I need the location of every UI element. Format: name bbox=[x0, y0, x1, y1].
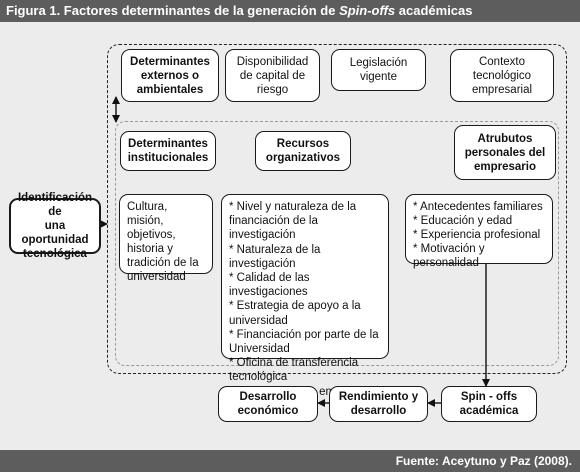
node-desarrollo-economico: Desarrollo económico bbox=[218, 386, 318, 422]
node-contexto-tecnologico: Contexto tecnológico empresarial bbox=[450, 49, 554, 102]
node-determinantes-institucionales: Determinantes institucionales bbox=[120, 131, 216, 171]
node-atributos-personales: Atrubutos personales del empresario bbox=[454, 125, 556, 180]
inner-dashed-frame bbox=[115, 121, 559, 366]
outer-dashed-frame bbox=[107, 44, 567, 374]
figure-title-suffix: académicas bbox=[395, 3, 473, 18]
figure-source: Fuente: Aceytuno y Paz (2008). bbox=[0, 450, 580, 472]
node-financiacion-investigacion: * Nivel y naturaleza de la financiación … bbox=[221, 194, 389, 398]
node-legislacion-vigente: Legislación vigente bbox=[331, 49, 426, 91]
figure-title: Figura 1. Factores determinantes de la g… bbox=[0, 0, 580, 22]
node-spinoffs-academica: Spin - offs académica bbox=[441, 386, 537, 422]
node-antecedentes-personales: * Antecedentes familiares * Educación y … bbox=[405, 194, 553, 269]
node-recursos-organizativos: Recursos organizativos bbox=[255, 131, 351, 171]
figure-title-prefix: Figura 1. Factores determinantes de la g… bbox=[6, 3, 340, 18]
node-identificacion-oportunidad: Identificación de una oportunidad tecnol… bbox=[9, 192, 101, 260]
node-capital-riesgo: Disponibilidad de capital de riesgo bbox=[225, 49, 320, 102]
node-cultura-universidad: Cultura, misión, objetivos, historia y t… bbox=[119, 194, 213, 283]
figure-title-italic: Spin-offs bbox=[339, 3, 396, 18]
node-rendimiento-desarrollo: Rendimiento y desarrollo bbox=[329, 386, 428, 422]
node-determinantes-externos: Determinantes externos o ambientales bbox=[121, 49, 219, 102]
